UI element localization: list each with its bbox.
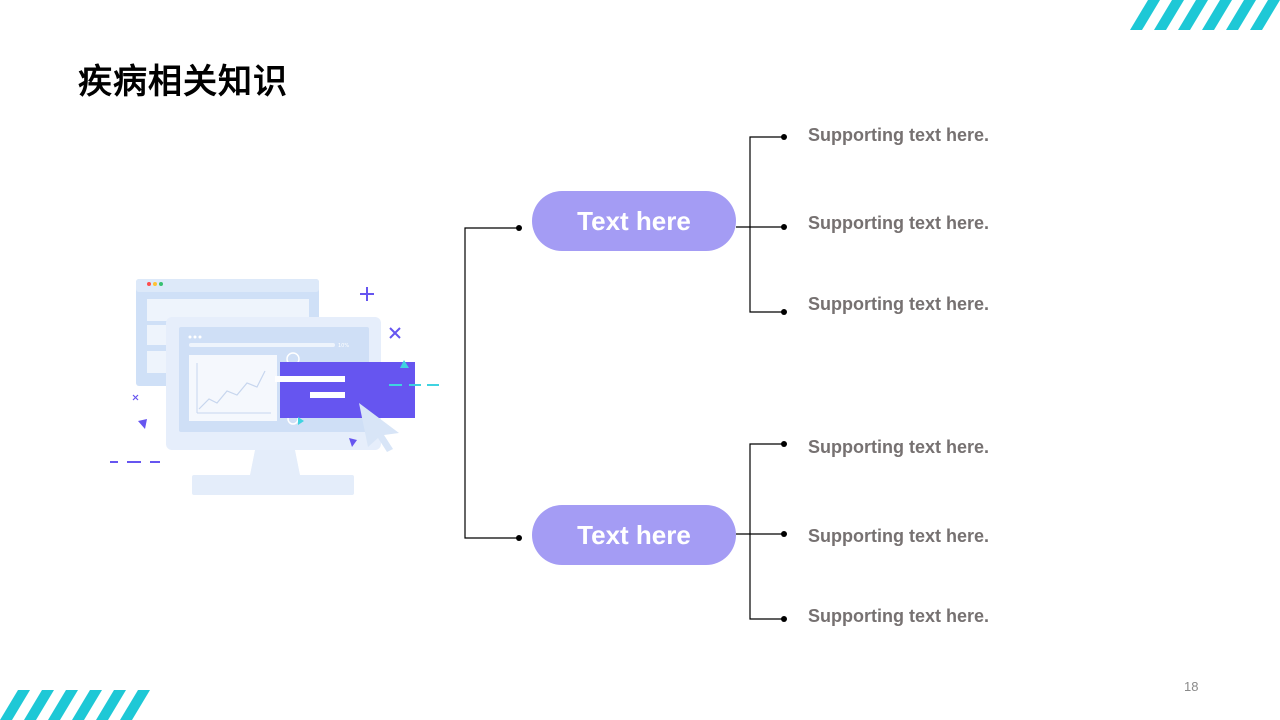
bottom-left-stripes-decoration — [0, 690, 150, 720]
computer-monitor-illustration: 10% — [110, 279, 439, 495]
branch-2-item-1: Supporting text here. — [808, 437, 990, 457]
branch-1-item-1: Supporting text here. — [808, 125, 990, 145]
branch-2-label: Text here — [532, 505, 736, 565]
branch-1-item-2: Supporting text here. — [808, 213, 990, 233]
branch-1-item-3: Supporting text here. — [808, 294, 990, 314]
page-title: 疾病相关知识 — [78, 62, 288, 102]
branch-2-item-2: Supporting text here. — [808, 526, 990, 546]
top-right-stripes-decoration — [1130, 0, 1280, 30]
page-number: 18 — [1184, 679, 1199, 694]
branch-1-label: Text here — [532, 191, 736, 251]
branch-2-item-3: Supporting text here. — [808, 606, 990, 626]
gauge-label: 10% — [338, 343, 349, 349]
